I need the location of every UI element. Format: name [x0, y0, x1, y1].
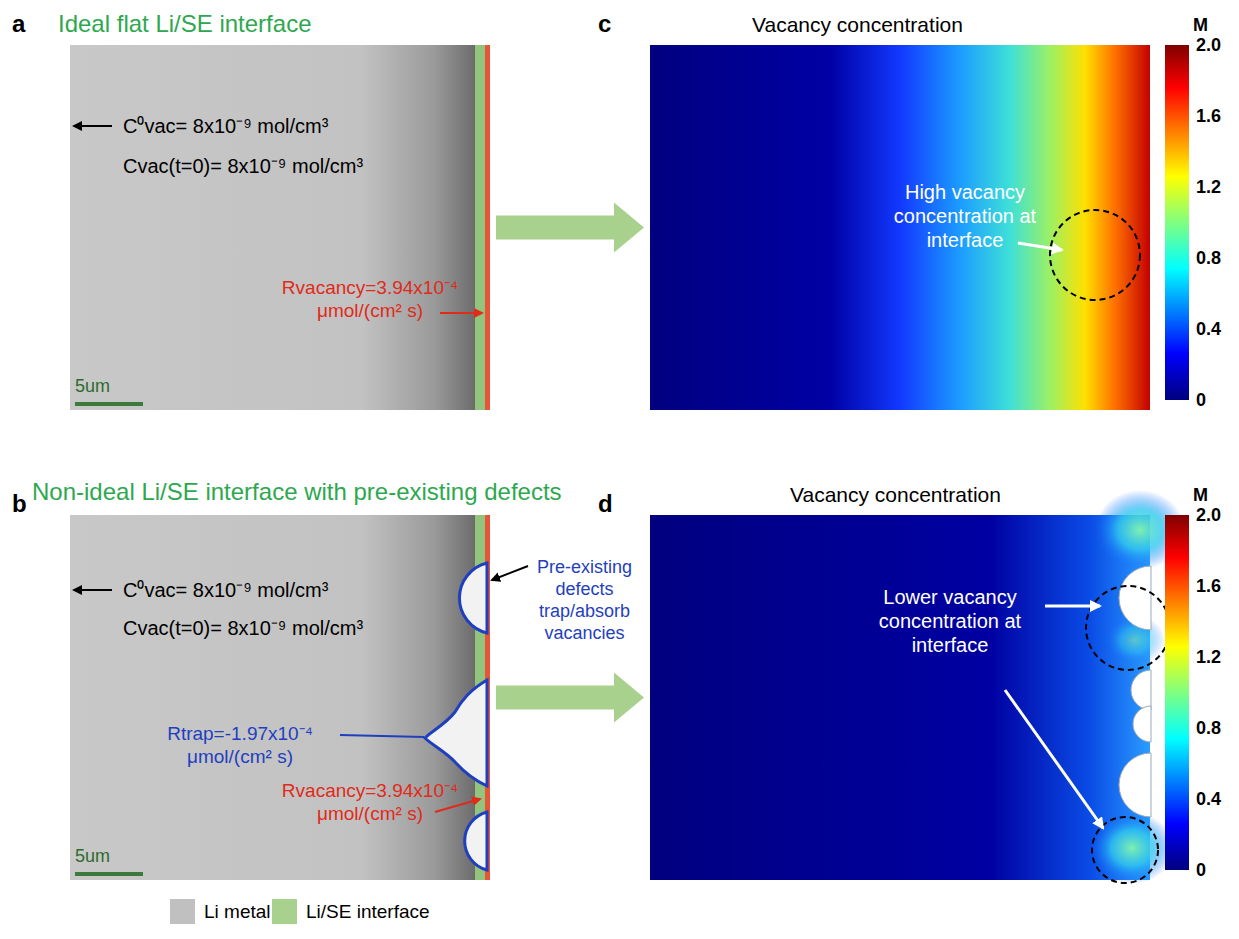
- heatmap-panel: Lower vacancy concentration at interface: [650, 515, 1150, 880]
- li-metal-region: C⁰vac= 8x10⁻⁹ mol/cm³ Cvac(t=0)= 8x10⁻⁹ m…: [70, 45, 490, 410]
- annotation-text: High vacancy concentration at interface: [890, 180, 1040, 252]
- tick-label: 0: [1196, 859, 1206, 881]
- tick-label: 2.0: [1196, 34, 1221, 56]
- legend-text: Li/SE interface: [306, 901, 430, 924]
- concentration-text: C⁰vac= 8x10⁻⁹ mol/cm³: [123, 578, 328, 602]
- rate-text: Rvacancy=3.94x10⁻⁴ μmol/(cm² s): [275, 780, 465, 826]
- block-arrow: [496, 673, 644, 723]
- annotation-text: Lower vacancy concentration at interface: [855, 585, 1045, 657]
- panel-letter: a: [12, 10, 25, 39]
- legend-swatch: [170, 899, 195, 924]
- panel-title: Ideal flat Li/SE interface: [58, 10, 311, 39]
- heatmap-panel: High vacancy concentration at interface: [650, 45, 1150, 410]
- tick-label: 1.6: [1196, 105, 1221, 127]
- unit-label: M: [1193, 484, 1208, 506]
- concentration-text: C⁰vac= 8x10⁻⁹ mol/cm³: [123, 114, 328, 138]
- tick-label: 0.8: [1196, 717, 1221, 739]
- tick-label: 1.2: [1196, 176, 1221, 198]
- tick-label: 0.8: [1196, 247, 1221, 269]
- trap-rate-text: Rtrap=-1.97x10⁻⁴ μmol/(cm² s): [145, 723, 335, 769]
- panel-letter: d: [598, 490, 613, 519]
- tick-label: 0: [1196, 389, 1206, 411]
- scale-bar-label: 5um: [75, 846, 110, 868]
- panel-title: Vacancy concentration: [790, 482, 1001, 507]
- panel-title: Vacancy concentration: [752, 12, 963, 37]
- legend-text: Li metal: [204, 901, 271, 924]
- unit-label: M: [1193, 14, 1208, 36]
- panel-letter: b: [12, 490, 27, 519]
- concentration-text: Cvac(t=0)= 8x10⁻⁹ mol/cm³: [123, 154, 363, 178]
- rate-text: Rvacancy=3.94x10⁻⁴ μmol/(cm² s): [275, 277, 465, 323]
- tick-label: 0.4: [1196, 318, 1221, 340]
- concentration-text: Cvac(t=0)= 8x10⁻⁹ mol/cm³: [123, 616, 363, 640]
- scale-bar-label: 5um: [75, 376, 110, 398]
- li-metal-region: C⁰vac= 8x10⁻⁹ mol/cm³ Cvac(t=0)= 8x10⁻⁹ m…: [70, 515, 490, 880]
- panel-letter: c: [598, 10, 611, 39]
- block-arrow: [496, 203, 644, 253]
- annotation-text: Pre-existing defects trap/absorb vacanci…: [522, 556, 647, 644]
- tick-label: 1.6: [1196, 575, 1221, 597]
- tick-label: 0.4: [1196, 788, 1221, 810]
- legend-swatch: [272, 899, 297, 924]
- tick-label: 1.2: [1196, 646, 1221, 668]
- panel-title: Non-ideal Li/SE interface with pre-exist…: [32, 478, 562, 507]
- tick-label: 2.0: [1196, 504, 1221, 526]
